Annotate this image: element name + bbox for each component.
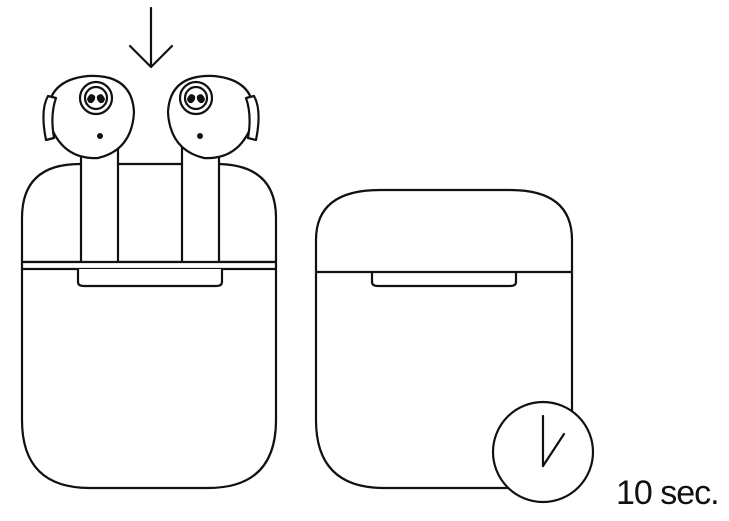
earbud-logo-icon	[187, 94, 205, 104]
earbud-logo-icon	[87, 94, 105, 104]
timer-duration-label: 10 sec.	[616, 474, 720, 512]
case-lid-back	[20, 162, 278, 264]
case-body-front	[20, 260, 278, 490]
open-charging-case	[20, 74, 278, 490]
down-arrow-icon	[128, 6, 174, 69]
left-earbud	[42, 74, 136, 270]
case-lid-notch	[76, 267, 224, 288]
clock-icon	[491, 400, 595, 504]
